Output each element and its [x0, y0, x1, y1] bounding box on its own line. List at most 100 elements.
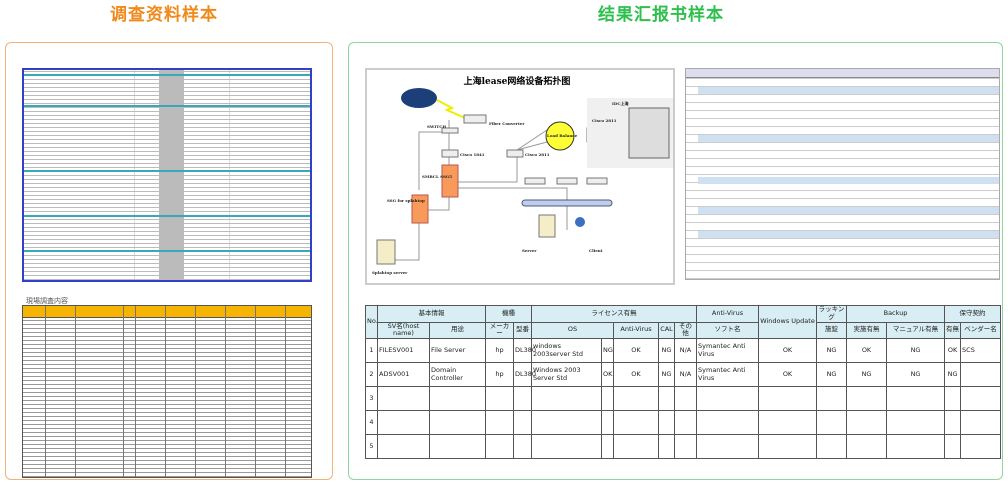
table-cell	[696, 434, 760, 460]
table-cell	[613, 434, 659, 460]
table-cell	[816, 386, 848, 412]
table-cell: NG	[886, 338, 946, 364]
table-row: 5	[365, 434, 1002, 460]
table-cell	[429, 386, 486, 412]
group-license: ライセンス有無	[530, 305, 698, 323]
table-row: 4	[365, 410, 1002, 436]
table-cell: 5	[365, 434, 378, 460]
table-cell	[886, 410, 946, 436]
table-cell	[673, 410, 698, 436]
table-cell: N/A	[673, 338, 698, 364]
table-cell	[513, 434, 532, 460]
table-cell: NG	[816, 338, 848, 364]
router-icon	[506, 149, 524, 158]
table-cell	[696, 386, 760, 412]
table-cell: OK	[944, 338, 962, 364]
table-cell	[613, 386, 659, 412]
table-cell	[960, 386, 1002, 412]
label: IDC上海	[612, 100, 629, 106]
table-cell	[513, 410, 532, 436]
table-cell	[429, 434, 486, 460]
col-av-license: Anti-Virus	[613, 321, 659, 340]
internet-cloud-icon	[401, 88, 437, 108]
table-cell	[673, 434, 698, 460]
table-cell	[377, 386, 430, 412]
table-cell: Symantec Anti Virus	[696, 362, 760, 388]
table-row: 3	[365, 386, 1002, 412]
table-cell	[944, 434, 962, 460]
table-cell: OK	[758, 362, 818, 388]
table-cell	[673, 386, 698, 412]
table-cell	[758, 434, 818, 460]
table-cell	[758, 386, 818, 412]
table-cell	[846, 386, 888, 412]
label: Fiber Converter	[489, 121, 525, 126]
group-basic: 基本情報	[377, 305, 486, 323]
table-cell	[485, 410, 514, 436]
col-vendor: ベンダー名	[960, 321, 1002, 340]
table-cell	[485, 434, 514, 460]
label: Server	[522, 248, 537, 253]
table-cell	[513, 386, 532, 412]
table-cell: 2	[365, 362, 378, 388]
network-topology-diagram: 上海lease网络设备拓扑图 Fiber Converter SWITCH Ci…	[365, 68, 675, 285]
table-cell	[846, 410, 888, 436]
table-cell: OK	[613, 338, 659, 364]
survey-sample-panel	[5, 42, 333, 480]
group-antivirus: Anti-Virus	[696, 305, 760, 323]
col-software: ソフト名	[696, 321, 760, 340]
col-cal: CAL	[658, 321, 675, 340]
table-cell: hp	[485, 362, 514, 388]
left-section-title: 调查资料样本	[110, 5, 218, 25]
table-cell: OK	[613, 362, 659, 388]
firewall-icon	[441, 164, 459, 198]
table-cell	[886, 386, 946, 412]
label: Load Balance	[547, 133, 578, 138]
group-maintenance: 保守契約	[944, 305, 1002, 323]
table-cell: N/A	[673, 362, 698, 388]
server-icon	[538, 214, 556, 238]
col-contract: 有無	[944, 321, 962, 340]
col-backup-done: 実施有無	[846, 321, 888, 340]
label: Cisco 2811	[592, 118, 617, 123]
table-cell	[816, 434, 848, 460]
table-cell: NG	[601, 338, 614, 364]
col-manual: マニュアル有無	[886, 321, 946, 340]
table-cell	[601, 410, 614, 436]
server-status-table: No. 基本情報 機種 ライセンス有無 Anti-Virus Windows U…	[365, 304, 1002, 460]
table-cell: DL380	[513, 338, 536, 364]
table-cell: NG	[944, 362, 962, 388]
firewall-icon	[411, 194, 429, 224]
table-cell	[377, 434, 430, 460]
label: SMBCL SSG5	[422, 174, 452, 179]
table-cell	[429, 410, 486, 436]
table-cell: NG	[846, 362, 888, 388]
table-cell: OK	[846, 338, 888, 364]
table-cell: NG	[658, 362, 675, 388]
table-cell	[531, 386, 602, 412]
label: Splahtop server	[372, 270, 408, 275]
table-cell	[816, 410, 848, 436]
table-cell: 1	[365, 338, 378, 364]
load-balancer-icon	[545, 121, 575, 151]
table-cell	[658, 434, 675, 460]
table-cell: hp	[485, 338, 514, 364]
label: Cisco 2811	[525, 152, 550, 157]
col-windows-update: Windows Update	[758, 304, 818, 340]
table-cell	[944, 386, 962, 412]
table-cell	[960, 410, 1002, 436]
table-cell	[531, 434, 602, 460]
table-cell: NG	[816, 362, 848, 388]
col-maker: メーカー	[485, 321, 514, 340]
table-cell: ADSV001	[377, 362, 430, 388]
table-cell: 4	[365, 410, 378, 436]
table-cell: windows 2003server Std	[531, 338, 602, 364]
report-document-thumbnail	[685, 68, 1000, 280]
table-cell: NG	[886, 362, 946, 388]
table-cell	[613, 410, 659, 436]
group-model: 機種	[485, 305, 532, 323]
fiber-converter-icon	[463, 114, 487, 124]
table-cell: SCS	[960, 338, 1002, 364]
table-cell	[960, 434, 1002, 460]
